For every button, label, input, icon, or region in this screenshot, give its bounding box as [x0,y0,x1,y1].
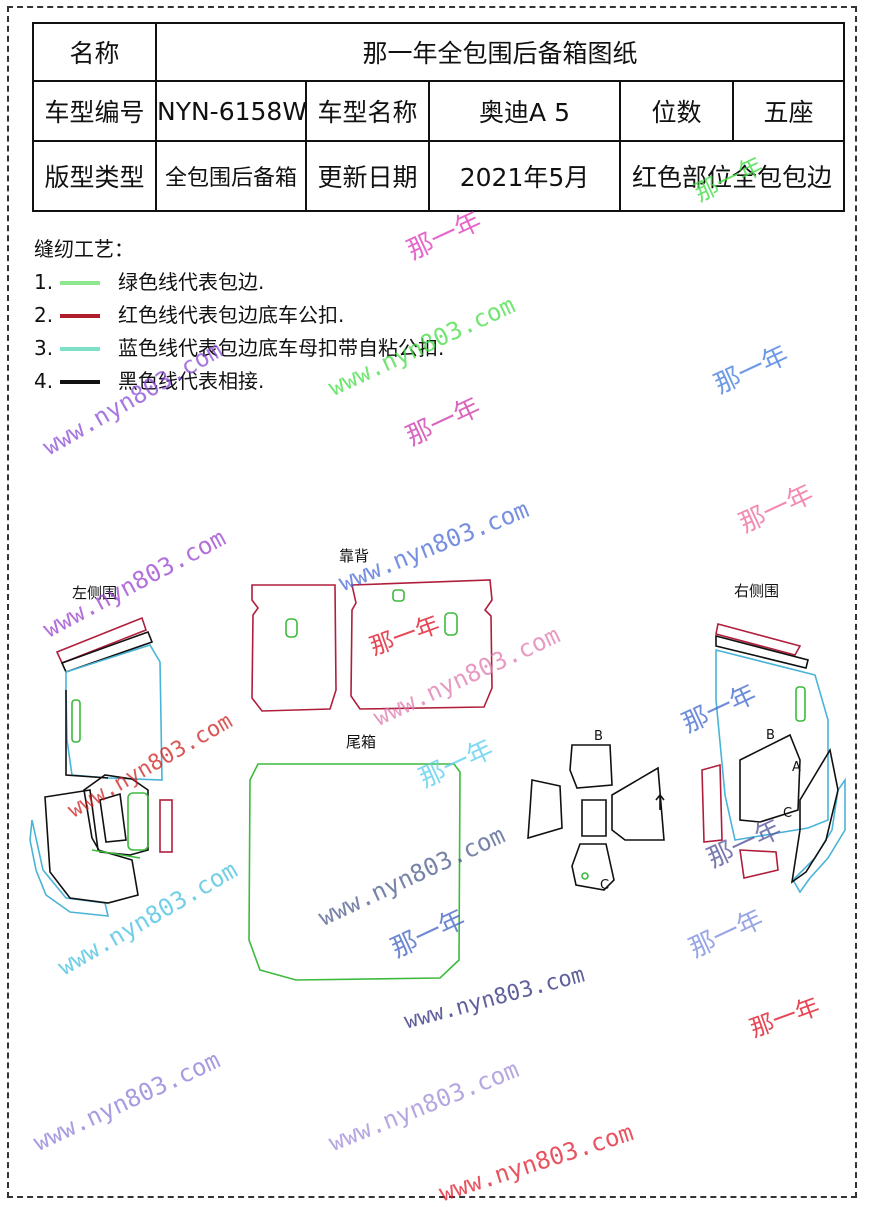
legend-text: 黑色线代表相接. [118,369,265,393]
legend-item: 3. 蓝色线代表包边底车母扣带自粘公扣. [34,332,444,365]
backrest-right-slot [444,612,458,636]
legend-item: 4. 黑色线代表相接. [34,365,444,398]
center-piece-arrow [655,793,665,810]
trunk-floor-panel [248,763,461,981]
left-side-main-outline [65,690,109,779]
red-note: 红色部位全包包边 [618,140,846,212]
mark-c-right: C [783,806,793,821]
legend-number: 2. [34,303,54,327]
right-side-lower-outer [791,777,846,894]
left-side-red-slot [159,799,173,853]
mark-c-center: C [600,878,610,893]
left-side-inner-a [83,774,149,856]
update-date-label: 更新日期 [305,140,430,212]
right-side-main-inner [739,733,801,823]
red-line-swatch [60,313,100,318]
pattern-type-label: 版型类型 [32,140,157,212]
right-side-lower-left [739,849,779,879]
update-date-value: 2021年5月 [428,140,621,212]
legend-number: 1. [34,270,54,294]
model-code-value: NYN-6158W [155,80,307,142]
seats-label: 位数 [619,80,734,142]
legend-heading: 缝纫工艺： [34,237,134,261]
label-trunk: 尾箱 [346,733,377,751]
backrest-left-slot [285,618,298,638]
backrest-left-panel [251,584,337,712]
pattern-type-value: 全包围后备箱 [155,140,307,212]
right-side-strip-top [715,623,802,656]
spec-table: 名称 那一年全包围后备箱图纸 车型编号 NYN-6158W 车型名称 奥迪A 5… [32,22,846,212]
legend-text: 红色线代表包边底车公扣. [118,303,345,327]
mark-b-center: B [594,729,603,744]
right-side-slot [795,686,806,722]
left-side-inner-b [99,792,127,843]
mark-a-right: A [792,760,801,775]
left-side-green-line [91,849,141,859]
right-side-strip-2 [715,634,809,669]
backrest-right-panel [350,579,493,710]
label-backrest: 靠背 [339,547,370,565]
left-side-green-slot [127,792,149,851]
name-label: 名称 [32,22,157,82]
page-border [7,6,857,1198]
center-piece-bottom [571,843,615,891]
left-side-strip-top [55,616,147,665]
center-piece-left [527,779,563,840]
center-piece-middle [581,799,607,837]
mark-b-right: B [766,728,775,743]
legend-text: 绿色线代表包边. [118,270,265,294]
green-line-swatch [60,280,100,285]
left-side-lower [44,789,139,904]
backrest-right-slot-top [392,589,405,602]
left-side-lower-outer [29,819,110,917]
label-left-side: 左侧围 [72,584,118,602]
seats-value: 五座 [731,80,846,142]
sewing-legend: 缝纫工艺： 1. 绿色线代表包边. 2. 红色线代表包边底车公扣. 3. 蓝色线… [34,233,444,398]
right-side-red-piece [701,763,723,843]
center-piece-top [569,744,613,789]
left-side-slot [71,699,81,743]
document-title: 那一年全包围后备箱图纸 [154,22,846,82]
left-side-strip-2 [60,630,154,673]
legend-item: 2. 红色线代表包边底车公扣. [34,299,444,332]
center-piece-hole [581,872,589,880]
right-side-lower [790,747,839,884]
black-line-swatch [60,379,100,384]
legend-number: 3. [34,336,54,360]
model-code-label: 车型编号 [32,80,157,142]
blue-line-swatch [60,346,100,351]
label-right-side: 右侧围 [734,582,780,600]
center-piece-right [611,766,665,841]
legend-number: 4. [34,369,54,393]
right-side-main [715,648,829,841]
legend-item: 1. 绿色线代表包边. [34,266,444,299]
model-name-value: 奥迪A 5 [428,80,621,142]
model-name-label: 车型名称 [305,80,430,142]
legend-text: 蓝色线代表包边底车母扣带自粘公扣. [118,336,445,360]
